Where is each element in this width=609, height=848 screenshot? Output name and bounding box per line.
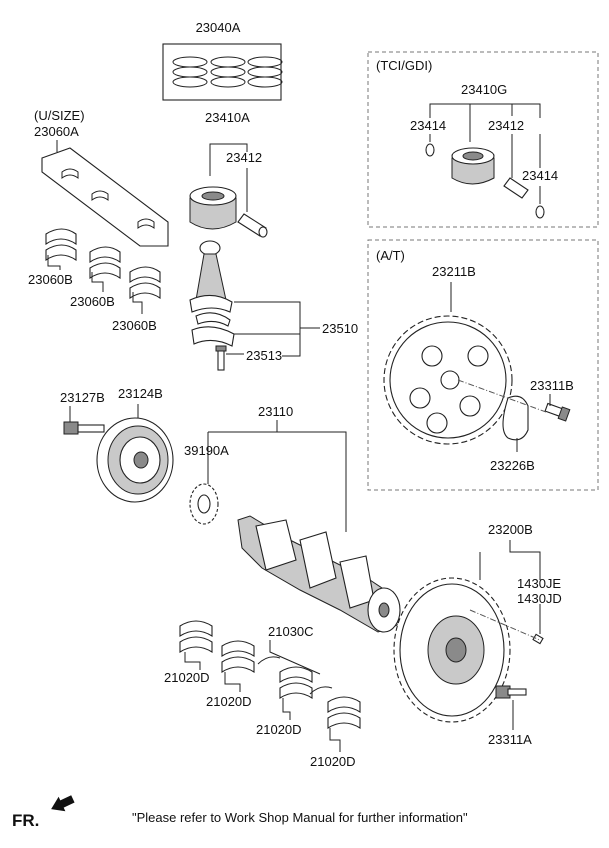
label-23060B-2: 23060B: [70, 294, 115, 309]
workshop-manual-note: "Please refer to Work Shop Manual for fu…: [132, 810, 468, 825]
label-23110: 23110: [258, 404, 293, 419]
crank-sprocket: [189, 483, 219, 525]
tci-gdi-group-box: [367, 51, 599, 228]
drive-plate-bolt: [544, 402, 571, 422]
tci-piston: [451, 147, 495, 185]
label-23060B-3: 23060B: [112, 318, 157, 333]
pulley-bolt: [63, 421, 105, 435]
piston-ring-set: [162, 43, 283, 101]
label-23127B: 23127B: [60, 390, 105, 405]
label-23226B: 23226B: [490, 458, 535, 473]
label-39190A: 39190A: [184, 443, 229, 458]
label-23124B: 23124B: [118, 386, 163, 401]
label-23410A: 23410A: [205, 110, 250, 125]
bearing-23060B-3: [129, 266, 161, 300]
label-23040A: 23040A: [196, 20, 241, 35]
at-group-box: [367, 239, 599, 491]
usize-header: (U/SIZE): [34, 108, 85, 123]
label-1430JD: 1430JD: [517, 591, 562, 606]
bearing-23060B-1: [45, 228, 77, 262]
label-1430JE: 1430JE: [517, 576, 561, 591]
main-bearing-1: [179, 620, 213, 653]
label-23311B: 23311B: [530, 378, 574, 393]
label-23211B: 23211B: [432, 264, 476, 279]
main-bearing-4: [327, 696, 361, 729]
label-23200B: 23200B: [488, 522, 533, 537]
crankshaft: [237, 515, 401, 633]
fr-label: FR.: [12, 811, 39, 830]
label-23414-b: 23414: [522, 168, 558, 183]
snap-ring-left: [425, 143, 435, 157]
label-23060A: 23060A: [34, 124, 79, 139]
label-23412: 23412: [226, 150, 262, 165]
crank-pulley: [96, 417, 174, 503]
drive-plate: [383, 315, 513, 445]
label-23412-b: 23412: [488, 118, 524, 133]
label-23060B-1: 23060B: [28, 272, 73, 287]
label-21030C: 21030C: [268, 624, 314, 639]
piston: [189, 186, 237, 230]
flywheel-bolt: [495, 685, 527, 699]
front-arrow-icon: [51, 795, 75, 812]
snap-ring-right: [535, 205, 545, 219]
label-21020D-1: 21020D: [164, 670, 210, 685]
thrust-washer: [257, 656, 333, 695]
main-bearing-2: [221, 640, 255, 673]
label-23510: 23510: [322, 321, 358, 336]
label-23410G: 23410G: [461, 82, 507, 97]
label-23414-a: 23414: [410, 118, 446, 133]
tci-piston-pin: [503, 177, 529, 199]
label-21020D-4: 21020D: [310, 754, 356, 769]
bearing-set-box: [41, 147, 169, 247]
tci-gdi-header: (TCI/GDI): [376, 58, 432, 73]
flywheel: [393, 577, 511, 723]
connecting-rod-bolt: [215, 345, 227, 371]
bearing-23060B-2: [89, 246, 121, 280]
piston-pin: [237, 213, 268, 238]
adapter-plate: [502, 395, 529, 441]
label-23311A: 23311A: [488, 732, 532, 747]
connecting-rod: [189, 240, 235, 347]
dowel-pin: [532, 633, 544, 645]
label-23513: 23513: [246, 348, 282, 363]
label-21020D-2: 21020D: [206, 694, 252, 709]
at-header: (A/T): [376, 248, 405, 263]
label-21020D-3: 21020D: [256, 722, 302, 737]
main-bearing-3: [279, 666, 313, 699]
